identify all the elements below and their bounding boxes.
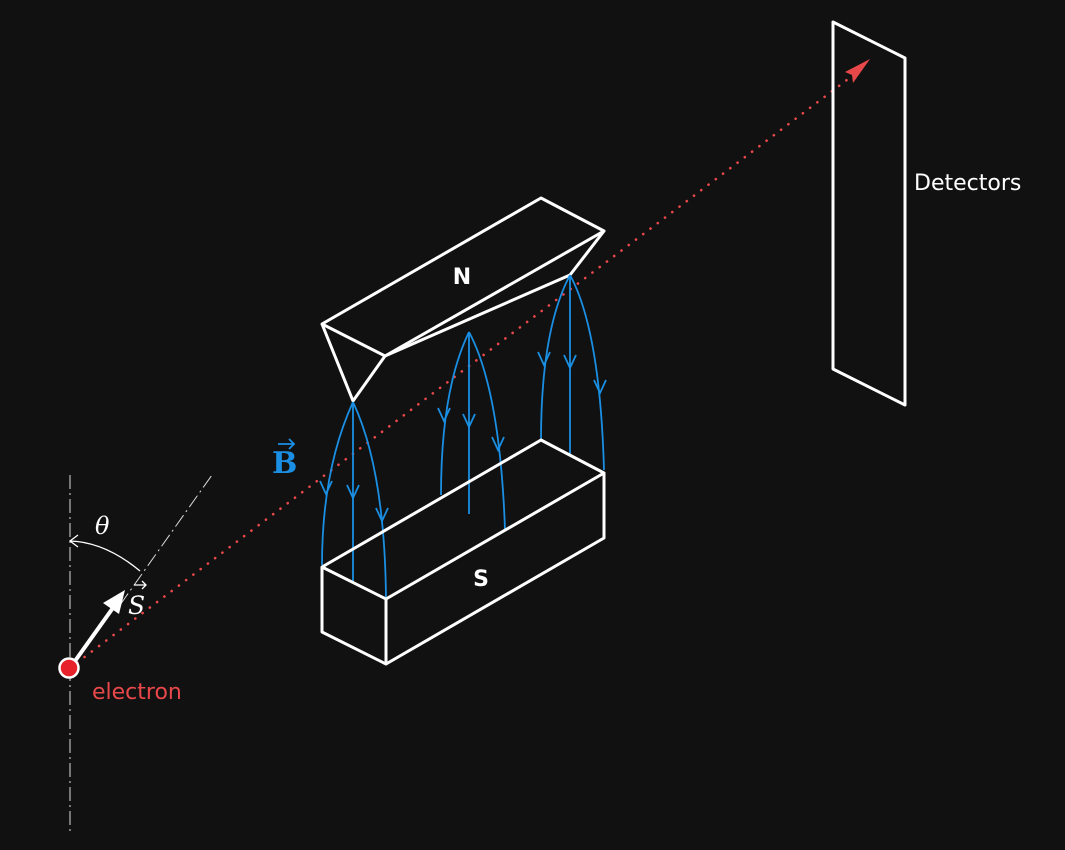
south-magnet [320, 438, 606, 666]
field-vector-accent [278, 438, 296, 450]
theta-arrowhead [68, 534, 79, 548]
theta-label: θ [95, 512, 110, 540]
trajectory-arrowhead [845, 59, 870, 83]
electron-dot [58, 657, 80, 679]
spin-axis [119, 474, 213, 606]
spin-vector-arrowhead [103, 590, 125, 614]
detector-plate [831, 20, 907, 407]
spin-label: S [128, 591, 145, 620]
detectors-label: Detectors [914, 171, 1021, 196]
field-label: B [272, 446, 297, 481]
spin-vector-shaft [68, 603, 117, 670]
theta-arc [69, 540, 141, 572]
magnetic-field-lines [321, 274, 605, 601]
south-label: S [473, 567, 489, 592]
electron-label: electron [92, 680, 182, 705]
north-magnet [320, 196, 606, 403]
field-line-arrowheads [319, 351, 607, 524]
spin-vector-accent [134, 580, 147, 590]
electron-trajectory [68, 68, 862, 670]
north-label: N [453, 265, 471, 290]
